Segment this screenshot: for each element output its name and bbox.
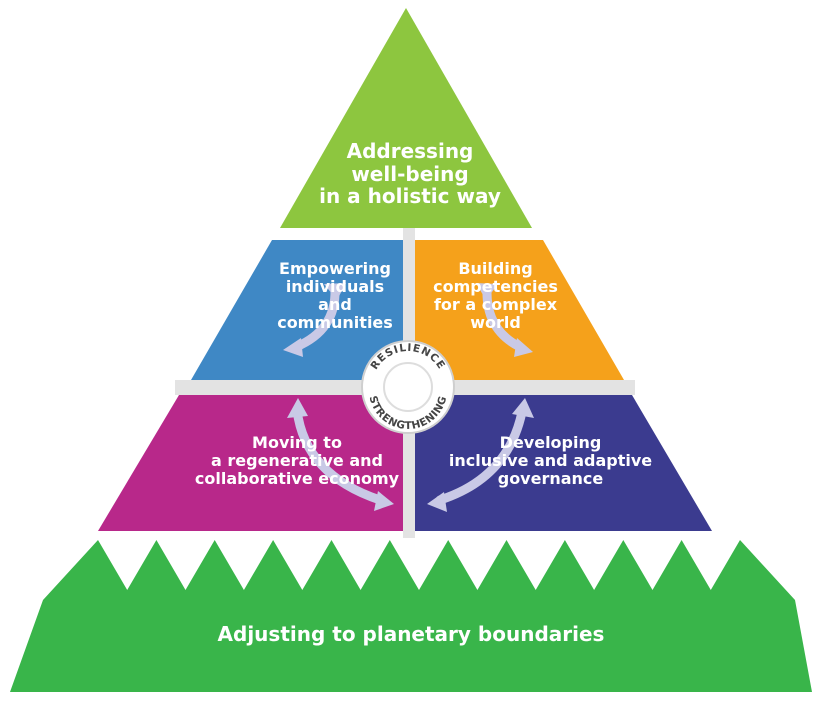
top-label-line: Addressing	[346, 139, 474, 163]
quadrant-label-line: for a complex	[433, 295, 558, 315]
arrowhead-icon	[374, 491, 394, 511]
base-zigzag-band	[10, 540, 812, 692]
quadrant-label-line: inclusive and adaptive	[448, 451, 653, 471]
top-triangle-wellbeing	[280, 8, 532, 228]
arrowhead-icon	[476, 283, 498, 300]
quadrant-moving	[98, 395, 403, 531]
top-label-line: in a holistic way	[319, 184, 501, 209]
quadrant-label-building: Building competencies for a complex worl…	[413, 259, 578, 333]
quadrant-label-line: world	[470, 313, 521, 333]
arrowhead-icon	[287, 398, 308, 418]
quadrant-label-line: Moving to	[252, 433, 342, 452]
quadrant-label-line: Developing	[499, 433, 602, 452]
quadrant-label-moving: Moving to a regenerative and collaborati…	[192, 433, 402, 489]
top-label-line: well-being	[351, 161, 469, 186]
quadrant-developing	[415, 395, 712, 531]
arrowhead-icon	[427, 492, 447, 512]
quadrant-label-line: collaborative economy	[194, 469, 400, 489]
top-label: Addressing well-being in a holistic way	[300, 140, 520, 208]
arrows-group	[283, 283, 534, 512]
arrowhead-icon	[283, 338, 303, 357]
quadrant-label-line: communities	[277, 313, 393, 333]
quadrant-label-line: individuals	[285, 277, 385, 297]
quadrant-label-line: a regenerative and	[211, 451, 383, 471]
resilience-center-badge: RESILIENCE STRENGTHENING	[361, 340, 455, 434]
quadrant-label-line: governance	[497, 469, 604, 489]
quadrant-label-line: Empowering	[279, 259, 391, 278]
quadrant-label-line: and	[318, 295, 352, 315]
quadrant-label-empowering: Empowering individuals and communities	[255, 259, 415, 333]
quadrant-building	[415, 240, 624, 380]
base-label: Adjusting to planetary boundaries	[217, 622, 605, 646]
arrowhead-icon	[324, 283, 346, 300]
quadrant-label-line: Building	[458, 259, 533, 278]
curved-double-arrow-icon	[292, 405, 385, 505]
quadrant-label-developing: Developing inclusive and adaptive govern…	[428, 433, 673, 489]
curved-double-arrow-icon	[435, 407, 527, 505]
quadrant-empowering	[191, 240, 403, 380]
arrowhead-icon	[514, 338, 533, 357]
quadrant-label-line: competencies	[433, 277, 558, 297]
arrowhead-icon	[512, 398, 534, 418]
